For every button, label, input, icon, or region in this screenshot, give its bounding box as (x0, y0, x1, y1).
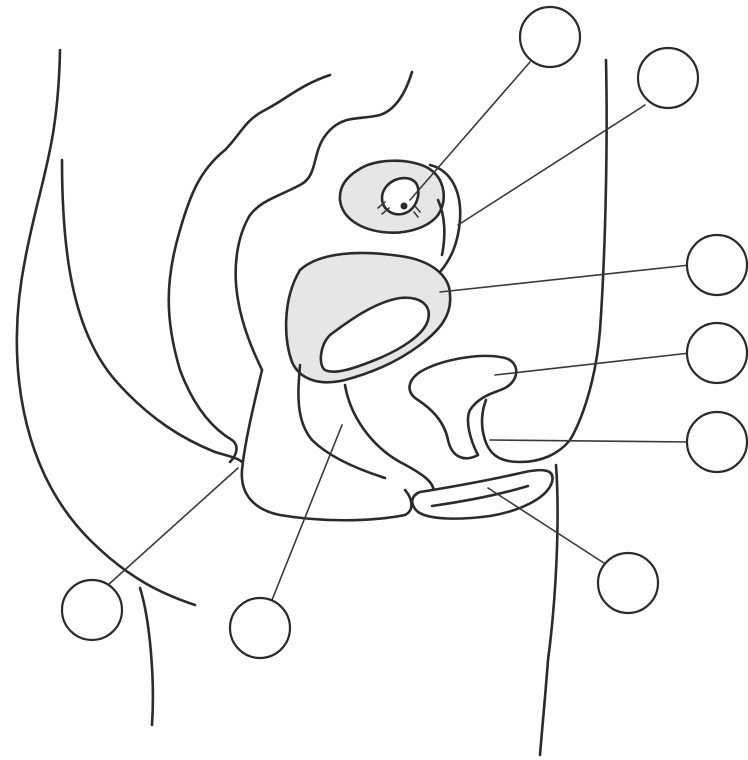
label-circle-right-middle (687, 323, 747, 383)
leader-line-uterus (440, 265, 690, 292)
label-circle-bottom-center (230, 598, 290, 658)
abdomen-outline (482, 60, 607, 462)
label-circle-right-lower (687, 412, 747, 472)
sacrum-outline (62, 160, 242, 462)
leader-line-vulva (488, 488, 607, 565)
bladder (410, 356, 517, 458)
vulva (412, 470, 552, 518)
label-circle-bottom-left (62, 580, 122, 640)
thigh-back-outline (140, 588, 153, 725)
label-circle-top-right (638, 48, 698, 108)
label-circle-top-center (520, 7, 580, 67)
back-outline (17, 50, 195, 605)
label-circle-bottom-right (598, 553, 658, 613)
leader-line-anus (108, 468, 238, 585)
egg-cell (401, 203, 408, 210)
rectum-wall (242, 370, 412, 520)
leader-line-bladder (495, 353, 690, 375)
leader-line-ovary (410, 62, 530, 200)
thigh-front-outline (540, 465, 558, 755)
leader-line-rectum (272, 425, 342, 600)
leader-line-urethra (490, 440, 690, 442)
leader-line-fallopian-tube (458, 105, 645, 225)
label-circle-right-upper (687, 235, 747, 295)
